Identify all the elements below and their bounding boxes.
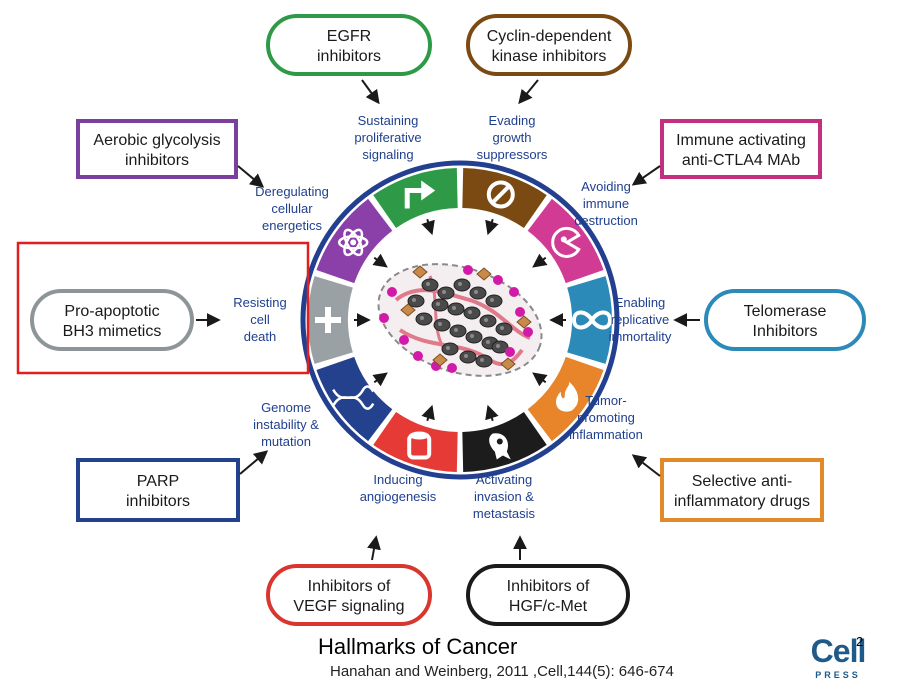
dna-icon [332,385,375,410]
highlight-box [16,241,310,375]
hallmark-segment-immortality [567,276,613,364]
drug-arrow-antiinflam [631,454,661,477]
drug-arrow-glycolysis [237,165,265,188]
hallmark-segment-angiogenesis [373,411,458,472]
drug-box-antiinflam: Selective anti-inflammatory drugs [660,458,824,522]
drug-arrow-parp [239,450,269,475]
drug-arrow-vegf [367,535,381,561]
no-entry-icon [486,180,515,209]
hallmark-segment-genome [316,356,393,442]
blood-vessel-icon [407,431,432,460]
cell-press-logo: Cell PRESS [810,633,867,680]
hallmark-segment-proliferative [373,168,458,229]
hallmark-segment-growth [462,168,547,229]
drug-arrow-ctla4 [631,165,661,186]
arrow-up-right-icon [404,180,436,209]
cross-icon [315,307,341,333]
infinity-icon [571,310,613,330]
flame-icon [555,381,579,412]
tumor-cell-illustration [377,263,543,377]
drug-box-label-antiinflam: Selective anti-inflammatory drugs [674,473,810,510]
pacman-cell-icon [551,226,581,258]
migrating-cell-icon [489,433,511,460]
drug-arrow-egfr [361,79,380,105]
footer-citation: Hanahan and Weinberg, 2011 ,Cell,144(5):… [330,663,674,680]
footer-title: Hallmarks of Cancer [318,634,518,659]
atom-icon [337,228,369,257]
slide-number: 2 [856,634,864,649]
drug-arrow-cdk [518,79,539,105]
